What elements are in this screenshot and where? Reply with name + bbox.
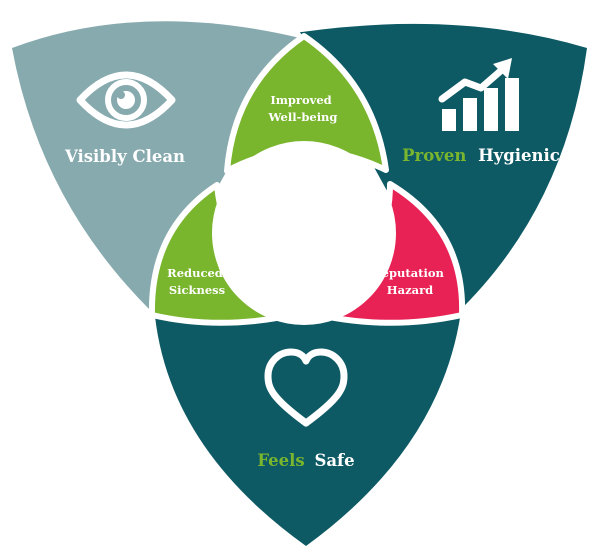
proven-text: Proven <box>402 146 466 165</box>
hazard-text: Hazard <box>387 283 433 297</box>
rising-bar-chart-icon <box>438 58 519 131</box>
reduced-sickness-label: Reduced Sickness <box>167 266 227 297</box>
visibly-clean-text: Visibly Clean <box>64 147 185 166</box>
feels-text: Feels <box>257 451 304 470</box>
feels-safe-petal <box>154 286 462 546</box>
reputation-text: Reputation <box>372 266 444 280</box>
visibly-clean-label: Visibly Clean <box>64 147 185 166</box>
center-circle <box>212 141 396 325</box>
improved-text: Improved <box>270 93 331 107</box>
improved-wellbeing-label: Improved Well-being <box>268 93 338 124</box>
hygienic-text: Hygienic <box>478 146 560 165</box>
heart-icon <box>264 348 348 427</box>
proven-hygienic-label: Proven Hygienic <box>402 146 560 165</box>
sickness-text: Sickness <box>169 283 225 297</box>
safe-text: Safe <box>314 451 354 470</box>
feels-safe-label: Feels Safe <box>257 451 354 470</box>
wellbeing-text: Well-being <box>268 110 338 124</box>
eye-icon <box>76 71 176 129</box>
reduced-text: Reduced <box>167 266 223 280</box>
reputation-hazard-label: Reputation Hazard <box>372 266 448 297</box>
